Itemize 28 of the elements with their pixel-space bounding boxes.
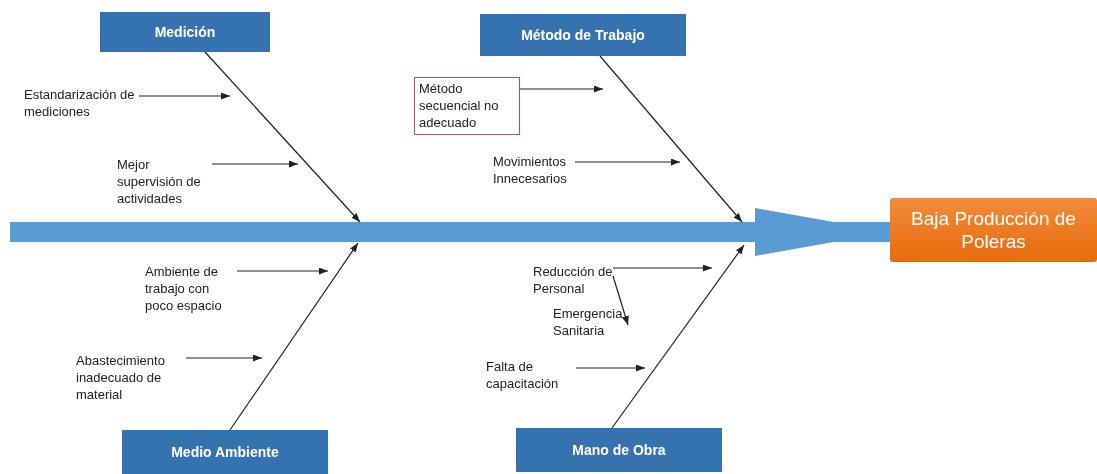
effect-box: Baja Producción de Poleras: [890, 198, 1097, 262]
cause-label: Reducción de Personal: [533, 263, 613, 299]
cause-label: Mejor supervisión de actividades: [117, 156, 212, 210]
arrow: [574, 158, 681, 166]
cause-label: Falta de capacitación: [486, 358, 576, 394]
arrow: [519, 85, 604, 93]
arrow: [185, 354, 263, 362]
arrow: [612, 264, 713, 272]
bone-arrow: [229, 242, 359, 431]
bone-arrow: [204, 51, 361, 223]
category-box: Medio Ambiente: [122, 430, 328, 474]
arrow: [211, 160, 299, 168]
bone-arrow: [611, 244, 745, 429]
cause-box: Método secuencial no adecuado: [414, 77, 520, 135]
cause-label: Ambiente de trabajo con poco espacio: [145, 263, 237, 317]
category-box: Método de Trabajo: [480, 14, 686, 56]
arrow: [236, 267, 329, 275]
category-box: Medición: [100, 12, 270, 52]
arrow: [138, 92, 231, 100]
cause-label: Movimientos Innecesarios: [493, 153, 575, 189]
spine-arrow: [10, 208, 890, 256]
arrow: [612, 275, 629, 326]
bone-arrow: [599, 55, 743, 223]
category-box: Mano de Obra: [516, 428, 722, 472]
cause-label: Emergencia Sanitaria: [553, 305, 628, 341]
arrow: [575, 364, 646, 372]
cause-label: Abastecimiento inadecuado de material: [76, 352, 186, 406]
cause-label: Estandarización de mediciones: [24, 86, 139, 122]
